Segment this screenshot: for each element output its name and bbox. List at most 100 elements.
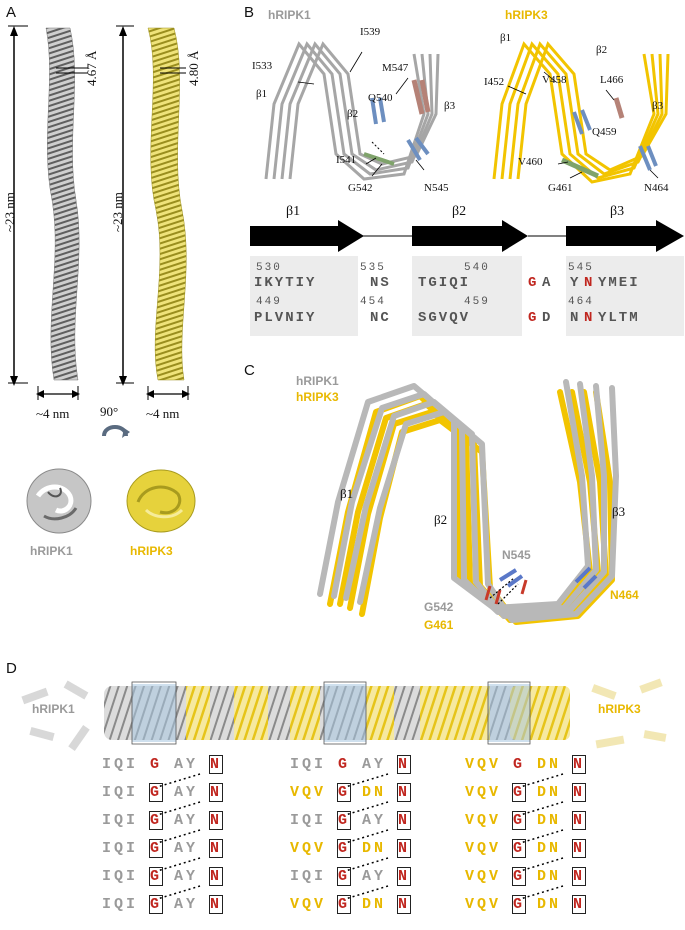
stack-residues-a: IQI [290, 812, 339, 829]
width-label-right: ~4 nm [146, 406, 180, 421]
stack-row-rip1: IQI G AY N [102, 783, 224, 802]
rip1-label-i539: I539 [360, 26, 381, 38]
stack-asparagine: N [572, 839, 587, 858]
seq-num-449: 449 [256, 296, 282, 308]
seq-rip1-b3a: Y [570, 275, 581, 291]
stack-residues-a: VQV [465, 756, 514, 773]
width-label-left: ~4 nm [36, 406, 70, 421]
stack-residues-b: AY [350, 812, 399, 829]
stack-asparagine: N [397, 783, 412, 802]
stack-residues-b: DN [350, 896, 399, 913]
stack-residues-a: VQV [465, 812, 514, 829]
panel-c-label-g542: G542 [424, 600, 454, 614]
stack-residues-a: VQV [465, 840, 514, 857]
stack-row-rip1: IQI G AY N [102, 755, 224, 774]
panel-letter-d: D [6, 660, 17, 677]
seq-rip3-gly: G [528, 310, 539, 326]
stack-glycine: G [337, 839, 352, 858]
panel-d-label-rip1: hRIPK1 [32, 702, 75, 716]
panel-b-structure-rip3 [492, 41, 670, 184]
stack-residues-b: DN [525, 896, 574, 913]
stack-residues-a: IQI [102, 840, 151, 857]
panel-c-label-n545: N545 [502, 548, 531, 562]
rip3-label-b1: β1 [500, 32, 512, 44]
stack-glycine: G [149, 811, 164, 830]
stack-glycine: G [149, 839, 164, 858]
stack-asparagine: N [397, 811, 412, 830]
stack-row-rip1: IQI G AY N [290, 867, 412, 886]
seq-rip1-b3b: YMEI [598, 275, 640, 291]
seq-rip1-loop1: NS [370, 275, 391, 291]
seq-num-530: 530 [256, 262, 282, 274]
stack-residues-b: AY [162, 868, 211, 885]
stack-residues-a: IQI [102, 756, 151, 773]
rotation-label: 90° [100, 404, 119, 419]
stack-asparagine: N [209, 811, 224, 830]
seq-rip3-b1: PLVNIY [254, 310, 317, 326]
stack-asparagine: N [209, 755, 224, 774]
seq-num-545: 545 [568, 262, 594, 274]
stack-row-rip1: IQI G AY N [102, 895, 224, 914]
rip1-label-n545: N545 [424, 182, 449, 194]
panel-b-structure-rip1 [264, 41, 440, 181]
panel-d-fibril [21, 678, 667, 751]
stack-residues-b: DN [525, 812, 574, 829]
stack-asparagine: N [209, 783, 224, 802]
stack-residues-b: DN [525, 784, 574, 801]
cross-section-rip3 [126, 469, 196, 533]
stack-asparagine: N [572, 811, 587, 830]
panel-d-label-rip3: hRIPK3 [598, 702, 641, 716]
stack-glycine: G [149, 867, 164, 886]
rise-label-rip1: 4.67 Å [84, 50, 99, 86]
stack-glycine: G [337, 867, 352, 886]
stack-glycine: G [512, 783, 527, 802]
strand-arrow-b1 [250, 220, 364, 252]
rip1-label-m547: M547 [382, 62, 409, 74]
stack-glycine: G [338, 756, 351, 773]
stack-residues-a: VQV [465, 784, 514, 801]
rip1-label-i541: I541 [336, 154, 357, 166]
stack-asparagine: N [209, 895, 224, 914]
stack-residues-b: AY [162, 840, 211, 857]
stack-row-rip1: IQI G AY N [102, 839, 224, 858]
strand-arrow-b2 [412, 220, 528, 252]
stack-glycine: G [149, 895, 164, 914]
seq-rip1-ala: A [542, 275, 553, 291]
stack-asparagine: N [572, 783, 587, 802]
rip3-label-v460: V460 [518, 156, 543, 168]
strand-arrow-b3 [566, 220, 684, 252]
stack-row-rip1: IQI G AY N [290, 755, 412, 774]
length-label-right: ~23 nm [110, 192, 125, 232]
panel-b-title-rip1: hRIPK1 [268, 8, 311, 22]
seq-rip3-b3b: YLTM [598, 310, 640, 326]
seq-num-454: 454 [360, 296, 386, 308]
panel-c-label-b2: β2 [434, 512, 448, 527]
rip1-label-q540: Q540 [368, 92, 393, 104]
name-label-rip1: hRIPK1 [30, 544, 73, 558]
stack-residues-a: VQV [465, 868, 514, 885]
strand-label-b3: β3 [610, 204, 625, 219]
strand-diagram [250, 220, 684, 252]
stack-residues-b: DN [350, 784, 399, 801]
stack-row-rip3: VQV G DN N [465, 867, 587, 886]
rip3-label-i452: I452 [484, 76, 505, 88]
rip1-label-b2: β2 [347, 108, 359, 120]
stack-glycine: G [337, 783, 352, 802]
seq-rip3-asn: N [584, 310, 595, 326]
stack-glycine: G [337, 811, 352, 830]
stack-row-rip3: VQV G DN N [465, 755, 587, 774]
rip3-label-g461: G461 [548, 182, 573, 194]
stack-residues-a: VQV [290, 784, 339, 801]
seq-rip1-asn: N [584, 275, 595, 291]
stack-asparagine: N [397, 755, 412, 774]
strand-label-b1: β1 [286, 204, 301, 219]
stack-residues-a: VQV [465, 896, 514, 913]
stack-residues-a: IQI [102, 896, 151, 913]
stack-asparagine: N [572, 755, 587, 774]
width-arrows [36, 386, 190, 400]
stack-residues-b: AY [162, 896, 211, 913]
seq-rip3-b3a: N [570, 310, 581, 326]
seq-num-540: 540 [464, 262, 490, 274]
panel-a-fibrils [8, 25, 187, 386]
seq-box-b2 [412, 256, 522, 336]
